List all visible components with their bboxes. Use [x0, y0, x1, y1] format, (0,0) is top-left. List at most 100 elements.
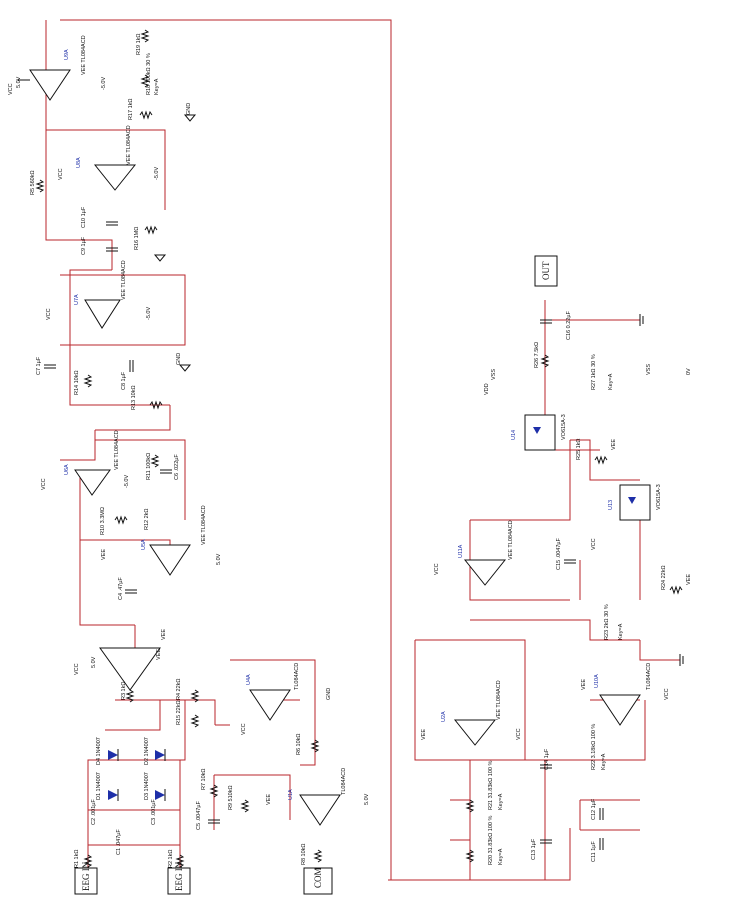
r15-label: R15 22kΩ	[176, 700, 182, 725]
net-vcc-u6: VCC	[41, 478, 47, 490]
c9-label: C9 1µF	[81, 236, 87, 255]
r5-label: R5 560kΩ	[30, 170, 36, 195]
r3-label: R3 1kΩ	[121, 682, 127, 700]
net-vcc-u7: VCC	[46, 308, 52, 320]
net-n5v-u8: -5.0V	[154, 167, 160, 180]
opamp-u8a: U8A VEE TL084ACD	[76, 125, 137, 191]
opamp-u6a-ref: U6A	[64, 464, 70, 475]
opamp-u4a: U4A TL084ACD	[246, 663, 300, 721]
net-vss-r27: VSS	[646, 364, 652, 375]
port-eeg-in-2-label: EEG IN	[174, 861, 184, 891]
opamp-u7a-part: VEE TL084ACD	[121, 260, 127, 300]
c12-label: C12 1µF	[591, 798, 597, 820]
instrumentation-amp-u3: VEE	[99, 647, 162, 691]
opamp-u11a-ref: U11A	[458, 544, 464, 558]
r26-label: R26 7.5kΩ	[534, 342, 540, 368]
c3-label: C3 .001µF	[151, 799, 157, 825]
net-gnd-c8: GND	[176, 353, 182, 365]
r21-label: R21 31.83kΩ 100 %	[488, 761, 494, 810]
r9-label: R9 510kΩ	[228, 785, 234, 810]
opamp-u1a-part: TL084ACD	[341, 768, 347, 795]
net-5v-u3: 5.0V	[91, 656, 97, 668]
c13-label: C13 1µF	[531, 838, 537, 860]
opamp-u9a-ref: U9A	[64, 49, 70, 60]
r27-key: Key=A	[608, 373, 614, 390]
c5-label: C5 .0047µF	[196, 801, 202, 830]
port-com-label: COM	[313, 867, 323, 888]
port-eeg-in-1-label: EEG IN	[81, 861, 91, 891]
net-vee-u5: VEE	[101, 549, 107, 560]
opamp-u4a-part: TL084ACD	[294, 663, 300, 690]
optocoupler-u14-ref: U14	[511, 430, 517, 440]
ground-symbols	[153, 114, 684, 666]
c16-label: C16 0.22µF	[566, 311, 572, 340]
r21-key: Key=A	[498, 793, 504, 810]
diode-d4: D4 1N4007	[96, 737, 119, 765]
net-vdd: VDD	[484, 383, 490, 395]
net-gnd: GND	[186, 103, 192, 115]
opamp-u8a-ref: U8A	[76, 157, 82, 168]
r17-label: R17 1kΩ	[128, 98, 134, 120]
port-eeg-in-2[interactable]: EEG IN	[167, 861, 191, 895]
net-vss-u14: VSS	[491, 369, 497, 380]
opamp-u10a-part: TL084ACD	[646, 663, 652, 690]
diode-d3-label: D3 1N4007	[144, 772, 150, 800]
opamp-u10a: U10A TL084ACD	[594, 663, 652, 726]
port-out[interactable]: OUT	[534, 255, 558, 287]
opamp-u8a-part: VEE TL084ACD	[126, 125, 132, 165]
r22-key: Key=A	[601, 753, 607, 770]
c15-label: C15 .0047µF	[556, 537, 562, 570]
r1-label: R1 1kΩ	[74, 850, 80, 868]
optocoupler-u13: U13 VO615A-3	[608, 484, 662, 521]
r20-key: Key=A	[498, 848, 504, 865]
opamp-u2a-ref: U2A	[441, 711, 447, 722]
resistor-symbols	[35, 29, 683, 868]
net-vcc-u4: VCC	[241, 723, 247, 735]
net-gnd-u4: GND	[326, 688, 332, 700]
opamp-u11a-part: VEE TL084ACD	[508, 520, 514, 560]
r19-label: R19 1kΩ	[136, 33, 142, 55]
net-vcc-u13: VCC	[591, 538, 597, 550]
opamp-u5a-ref: U5A	[141, 539, 147, 550]
r14-label: R14 10kΩ	[74, 370, 80, 395]
diode-d1-label: D1 1N4007	[96, 772, 102, 800]
opamp-u7a: U7A VEE TL084ACD	[74, 260, 127, 329]
net-vee-u1: VEE	[266, 794, 272, 805]
r13-label: R13 10kΩ	[131, 385, 137, 410]
c8-label: C8 1µF	[121, 371, 127, 390]
net-5v-u5: 5.0V	[216, 553, 222, 565]
diode-d1: D1 1N4007	[96, 772, 119, 801]
net-n5v: -5.0V	[101, 77, 107, 90]
port-com[interactable]: COM	[303, 867, 333, 895]
c11-label: C11 1µF	[591, 841, 597, 862]
net-vcc-u2: VCC	[516, 728, 522, 740]
net-vcc-u11: VCC	[434, 563, 440, 575]
opamp-u6a-part: VEE TL084ACD	[114, 430, 120, 470]
instrumentation-amp-ref: VEE	[156, 649, 162, 660]
optocoupler-u14-part: VO615A-3	[561, 414, 567, 440]
r24-label: R24 22kΩ	[661, 565, 667, 590]
r6-label: R6 10kΩ	[296, 733, 302, 755]
capacitor-symbols	[44, 221, 604, 850]
net-vcc-u3: VCC	[74, 663, 80, 675]
net-vee-u10: VEE	[581, 679, 587, 690]
c1-label: C1 .047µF	[116, 829, 122, 855]
net-vee-r25: VEE	[611, 439, 617, 450]
r7-label: R7 10kΩ	[201, 768, 207, 790]
opamp-u5a-part: VEE TL084ACD	[201, 505, 207, 545]
c6-label: C6 .022µF	[174, 454, 180, 480]
opamp-u9a: U9A VEE TL084ACD	[18, 35, 87, 101]
port-eeg-in-1[interactable]: EEG IN	[74, 861, 98, 895]
net-n5v-u7: -5.0V	[146, 307, 152, 320]
r23-key: Key=A	[618, 623, 624, 640]
r11-label: R11 100kΩ	[146, 453, 152, 480]
net-vcc-u8: VCC	[58, 168, 64, 180]
net-vcc: VCC	[8, 83, 14, 95]
r16-label: R16 1MΩ	[134, 227, 140, 250]
opamp-u4a-ref: U4A	[246, 674, 252, 685]
c2-label: C2 .001µF	[91, 799, 97, 825]
optocoupler-u14: U14 VO615A-3	[511, 414, 567, 451]
net-labels: VCC 5.0V -5.0V GND VCC -5.0V VCC -5.0V G…	[8, 76, 692, 805]
net-vee-u2: VEE	[421, 729, 427, 740]
